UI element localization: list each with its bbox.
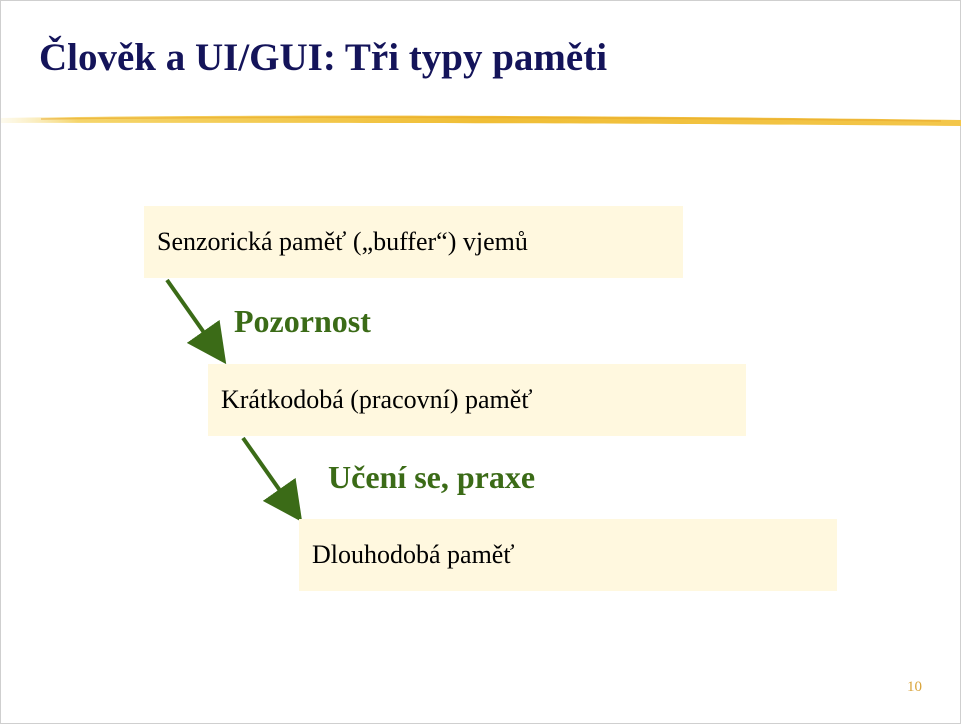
learning-practice-label: Učení se, praxe: [328, 459, 536, 495]
short-term-memory-box: Krátkodobá (pracovní) paměť: [208, 364, 746, 436]
sensory-memory-label: Senzorická paměť („buffer“) vjemů: [157, 227, 528, 256]
arrow-sensory-to-short-term: [165, 278, 227, 365]
page-number: 10: [907, 679, 922, 695]
long-term-memory-label: Dlouhodobá paměť: [312, 540, 515, 569]
short-term-memory-label: Krátkodobá (pracovní) paměť: [221, 385, 533, 414]
arrow-short-term-to-long-term: [241, 436, 303, 523]
attention-label: Pozornost: [234, 303, 371, 339]
long-term-memory-box: Dlouhodobá paměť: [299, 519, 837, 591]
title-underline-rule: [1, 115, 961, 126]
slide-title: Člověk a UI/GUI: Tři typy paměti: [39, 36, 608, 79]
sensory-memory-box: Senzorická paměť („buffer“) vjemů: [144, 206, 683, 278]
